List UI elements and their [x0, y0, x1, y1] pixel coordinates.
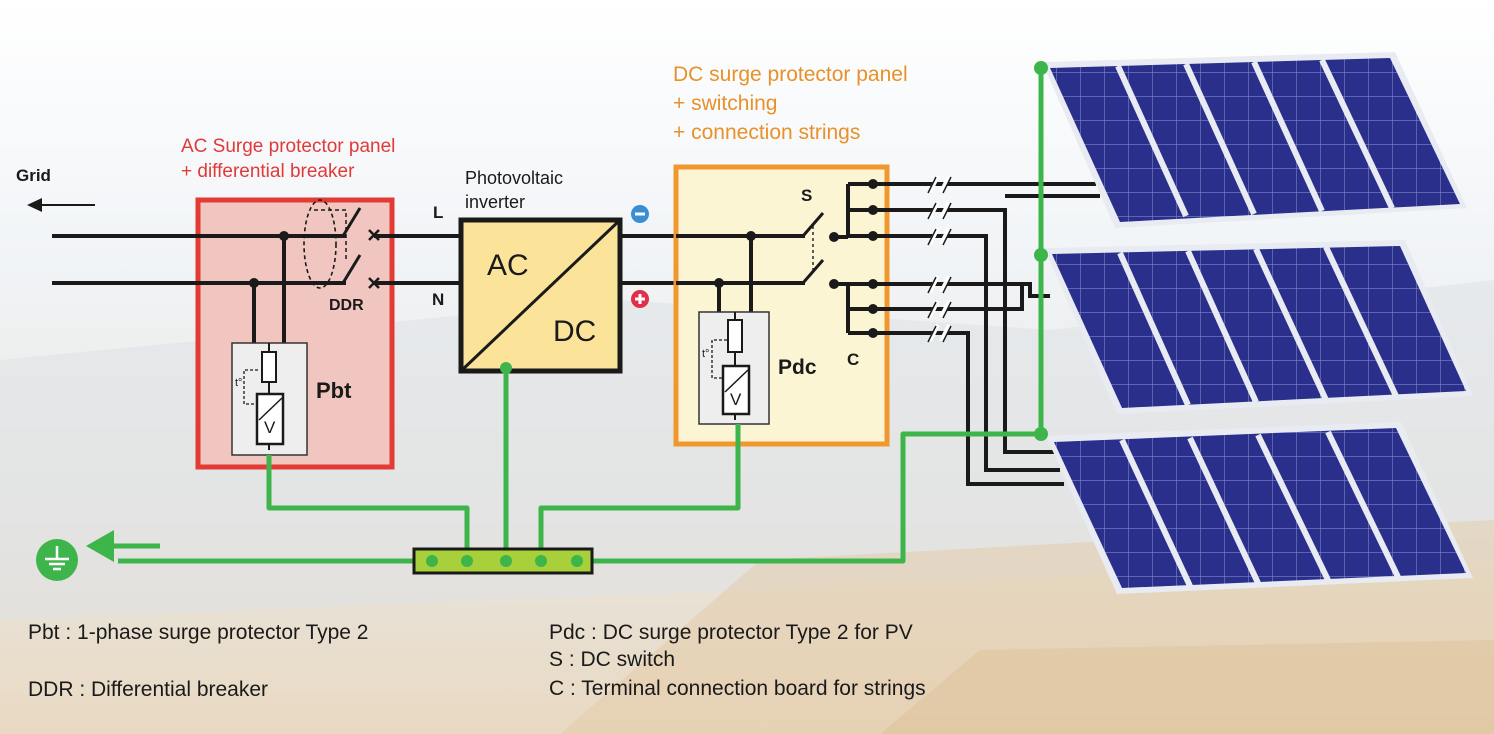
- legend-c: C : Terminal connection board for string…: [549, 677, 926, 700]
- background-roof-tiles-2: [880, 640, 1494, 734]
- grid-arrow-icon: [27, 198, 95, 212]
- ground-icon: [36, 539, 78, 581]
- pbt-V-label: V: [264, 418, 276, 437]
- grid-label: Grid: [16, 166, 51, 185]
- label-Pbt: Pbt: [316, 378, 352, 403]
- ac-panel-title-line1: AC Surge protector panel: [181, 136, 396, 157]
- legend-s: S : DC switch: [549, 648, 676, 671]
- wire-break-marks-dark: [927, 176, 952, 343]
- pdc-t-label: t°: [702, 348, 710, 360]
- inverter-DC-label: DC: [553, 315, 597, 348]
- varistor-icon: [255, 392, 285, 446]
- ddr-switch-L: [341, 207, 362, 237]
- pdc-varistor-slash: [724, 369, 749, 393]
- ground-wires: [118, 68, 1044, 564]
- pbt-thermal-dashed: [243, 369, 258, 405]
- ddr-switch-N: [341, 254, 362, 284]
- inverter-title-line2: inverter: [465, 192, 526, 212]
- arrow-left-icon: [86, 530, 160, 562]
- ground-nodes: [500, 61, 1048, 441]
- pbt-t-label: t°: [235, 377, 243, 389]
- solar-panel-icon-2: [1044, 240, 1473, 414]
- legend-pdc: Pdc : DC surge protector Type 2 for PV: [549, 621, 913, 644]
- pdc-fuse-icon: [727, 319, 743, 353]
- label-Pdc: Pdc: [778, 356, 817, 379]
- legend-pbt: Pbt : 1-phase surge protector Type 2: [28, 621, 369, 644]
- varistor-slash: [258, 397, 283, 421]
- ground-bar-terminals: [426, 555, 583, 567]
- legend-ddr: DDR : Differential breaker: [28, 678, 269, 701]
- pdc-V-label: V: [730, 390, 742, 409]
- ac-panel-title-line2: + differential breaker: [181, 161, 355, 182]
- ddr-dashed-ellipse: [303, 199, 337, 289]
- string-wires: [848, 182, 1100, 486]
- label-L: L: [433, 203, 444, 222]
- label-N: N: [432, 290, 445, 309]
- dc-panel-title-line1: DC surge protector panel: [673, 63, 908, 86]
- pdc-thermal-dashed: [711, 339, 727, 379]
- plus-badge-cross: [635, 294, 645, 304]
- inverter-title-line1: Photovoltaic: [465, 168, 564, 188]
- label-S: S: [801, 186, 813, 205]
- string-terminal-nodes: [868, 179, 878, 338]
- minus-badge-bar: [635, 212, 645, 216]
- switch-S-plus: [801, 259, 825, 284]
- inverter-AC-label: AC: [487, 249, 529, 282]
- dc-panel-title-line3: + connection strings: [673, 121, 861, 144]
- label-C: C: [847, 350, 860, 369]
- inverter-diagonal: [459, 218, 622, 373]
- switch-S-minus: [801, 212, 825, 237]
- wire-break-marks: [928, 175, 951, 342]
- solar-panel-icon-3: [1046, 422, 1473, 594]
- ddr-dashed-link: [314, 209, 347, 262]
- label-DDR: DDR: [329, 297, 364, 314]
- solar-panel-icon: [1042, 52, 1467, 228]
- fuse-icon: [261, 351, 277, 383]
- dc-panel-title-line2: + switching: [673, 92, 778, 115]
